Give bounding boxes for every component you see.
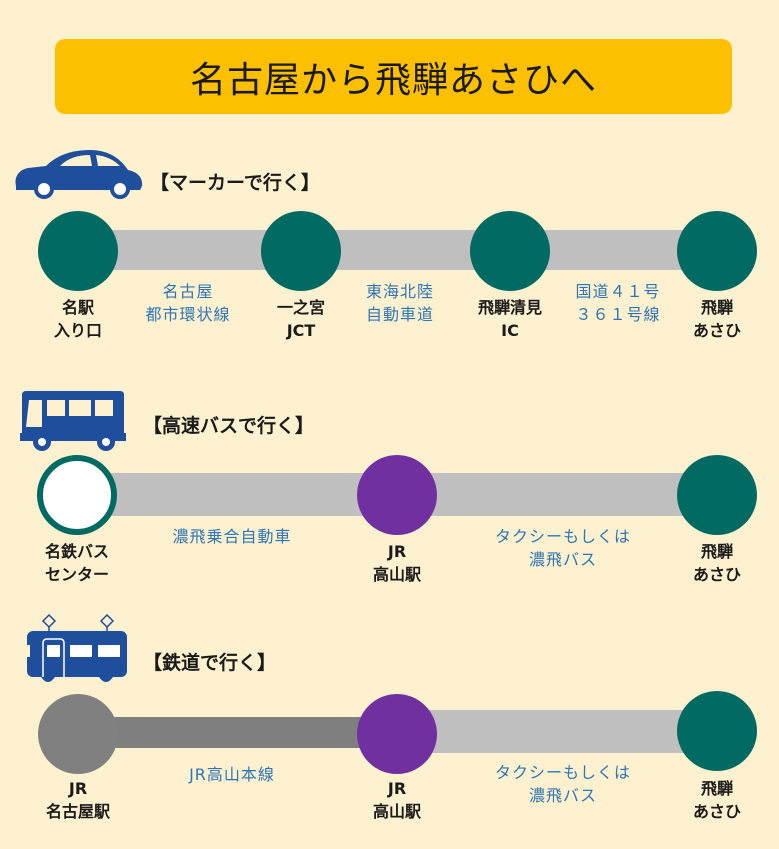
station-node [677, 211, 757, 291]
station-label: JR 高山駅 [372, 779, 421, 821]
station-node [470, 211, 550, 291]
route-label-car: 【マーカーで行く】 [150, 172, 320, 194]
segment-label: タクシーもしくは 濃飛バス [494, 527, 631, 569]
route-line-rail [78, 717, 398, 748]
station-node [677, 455, 757, 535]
route-line [398, 710, 718, 753]
station-node [37, 455, 117, 535]
segment-label: 国道４１号 ３６１号線 [575, 282, 661, 324]
station-label: 名鉄バス センター [44, 542, 109, 584]
station-label: 飛騨 あさひ [692, 542, 741, 584]
station-label: 飛騨 あさひ [692, 779, 741, 821]
route-label-train: 【鉄道で行く】 [143, 652, 277, 674]
station-node [261, 211, 341, 291]
page-title: 名古屋から飛騨あさひへ [189, 59, 597, 101]
station-label: 名駅 入り口 [53, 298, 102, 340]
segment-label: JR高山本線 [189, 765, 275, 784]
station-node [38, 694, 118, 774]
station-node [677, 691, 757, 771]
station-node [357, 694, 437, 774]
route-label-bus: 【高速バスで行く】 [143, 415, 315, 437]
bus-icon [20, 389, 126, 451]
segment-label: 名古屋 都市環状線 [145, 282, 231, 324]
station-label: JR 高山駅 [372, 542, 421, 584]
segment-label: タクシーもしくは 濃飛バス [494, 763, 631, 805]
station-label: 一之宮 JCT [276, 298, 325, 340]
station-node [38, 211, 118, 291]
train-icon [26, 613, 128, 689]
title-banner: 名古屋から飛騨あさひへ [55, 39, 732, 114]
car-icon [12, 148, 144, 200]
station-label: 飛騨清見 IC [477, 298, 542, 340]
station-label: JR 名古屋駅 [45, 779, 110, 821]
segment-label: 濃飛乗合自動車 [172, 527, 292, 546]
segment-label: 東海北陸 自動車道 [365, 282, 434, 324]
station-label: 飛騨 あさひ [692, 298, 741, 340]
route-line [78, 230, 718, 270]
station-node [357, 455, 437, 535]
